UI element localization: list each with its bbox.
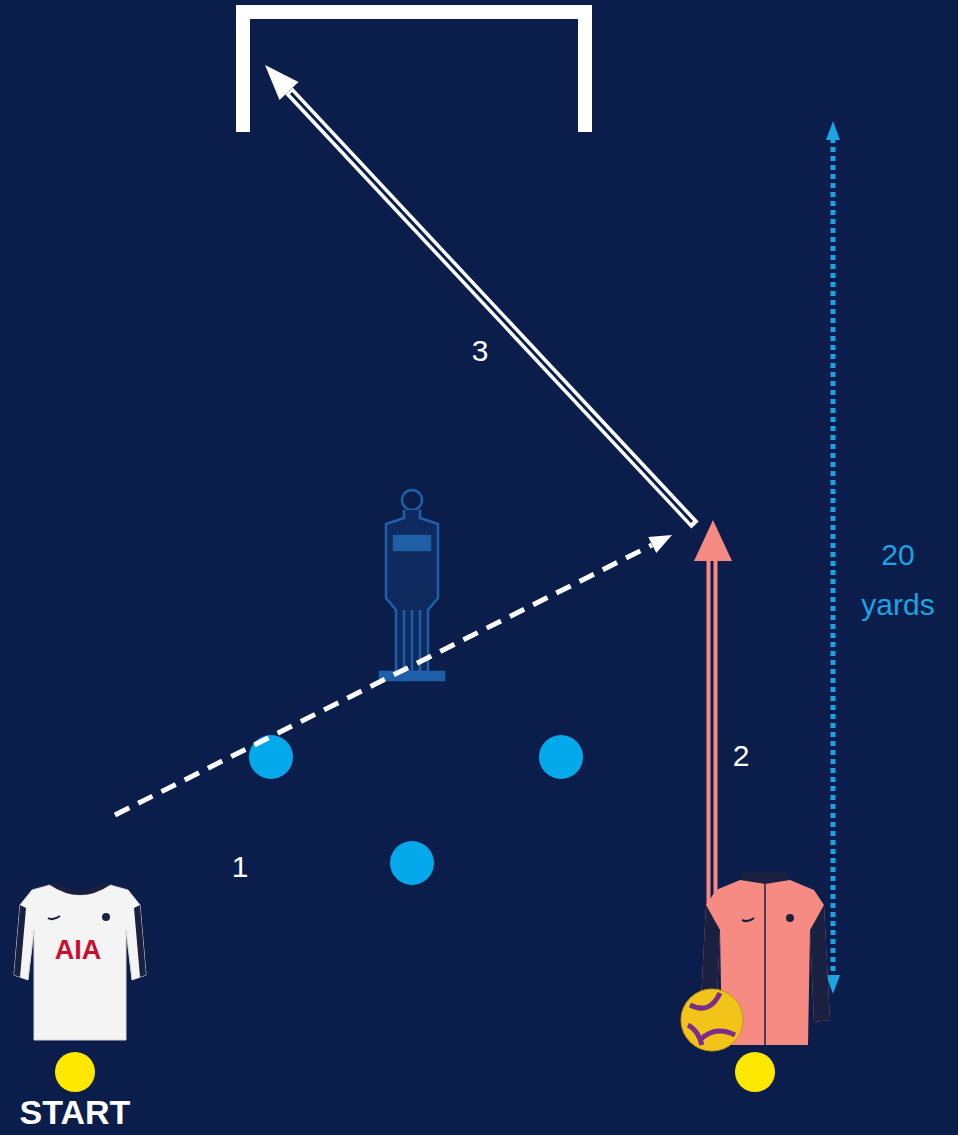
dimension-arrow: [826, 121, 840, 994]
pass-arrow: [115, 535, 672, 815]
goal-frame: [243, 12, 585, 132]
football: [681, 989, 743, 1051]
callout-number: 1: [210, 849, 270, 884]
shot-arrow: [265, 65, 695, 525]
mannequin: [380, 490, 444, 680]
run-arrow: [694, 520, 732, 905]
start-cone: [55, 1052, 775, 1092]
callout-number: 2: [711, 738, 771, 773]
player-shirt: [14, 882, 146, 1040]
cone: [249, 735, 583, 885]
callout-number: 3: [450, 333, 510, 368]
shirt-sponsor: AIA: [38, 935, 118, 966]
dimension-label: 20 yards: [853, 530, 943, 630]
start-label: START: [5, 1093, 145, 1132]
